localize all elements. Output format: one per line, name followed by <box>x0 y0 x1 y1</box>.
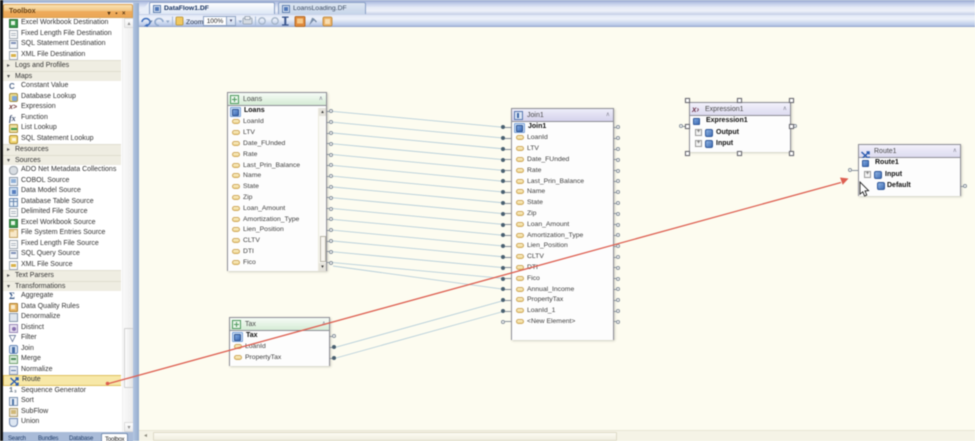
svg-text:Zoom: Zoom <box>186 19 204 26</box>
